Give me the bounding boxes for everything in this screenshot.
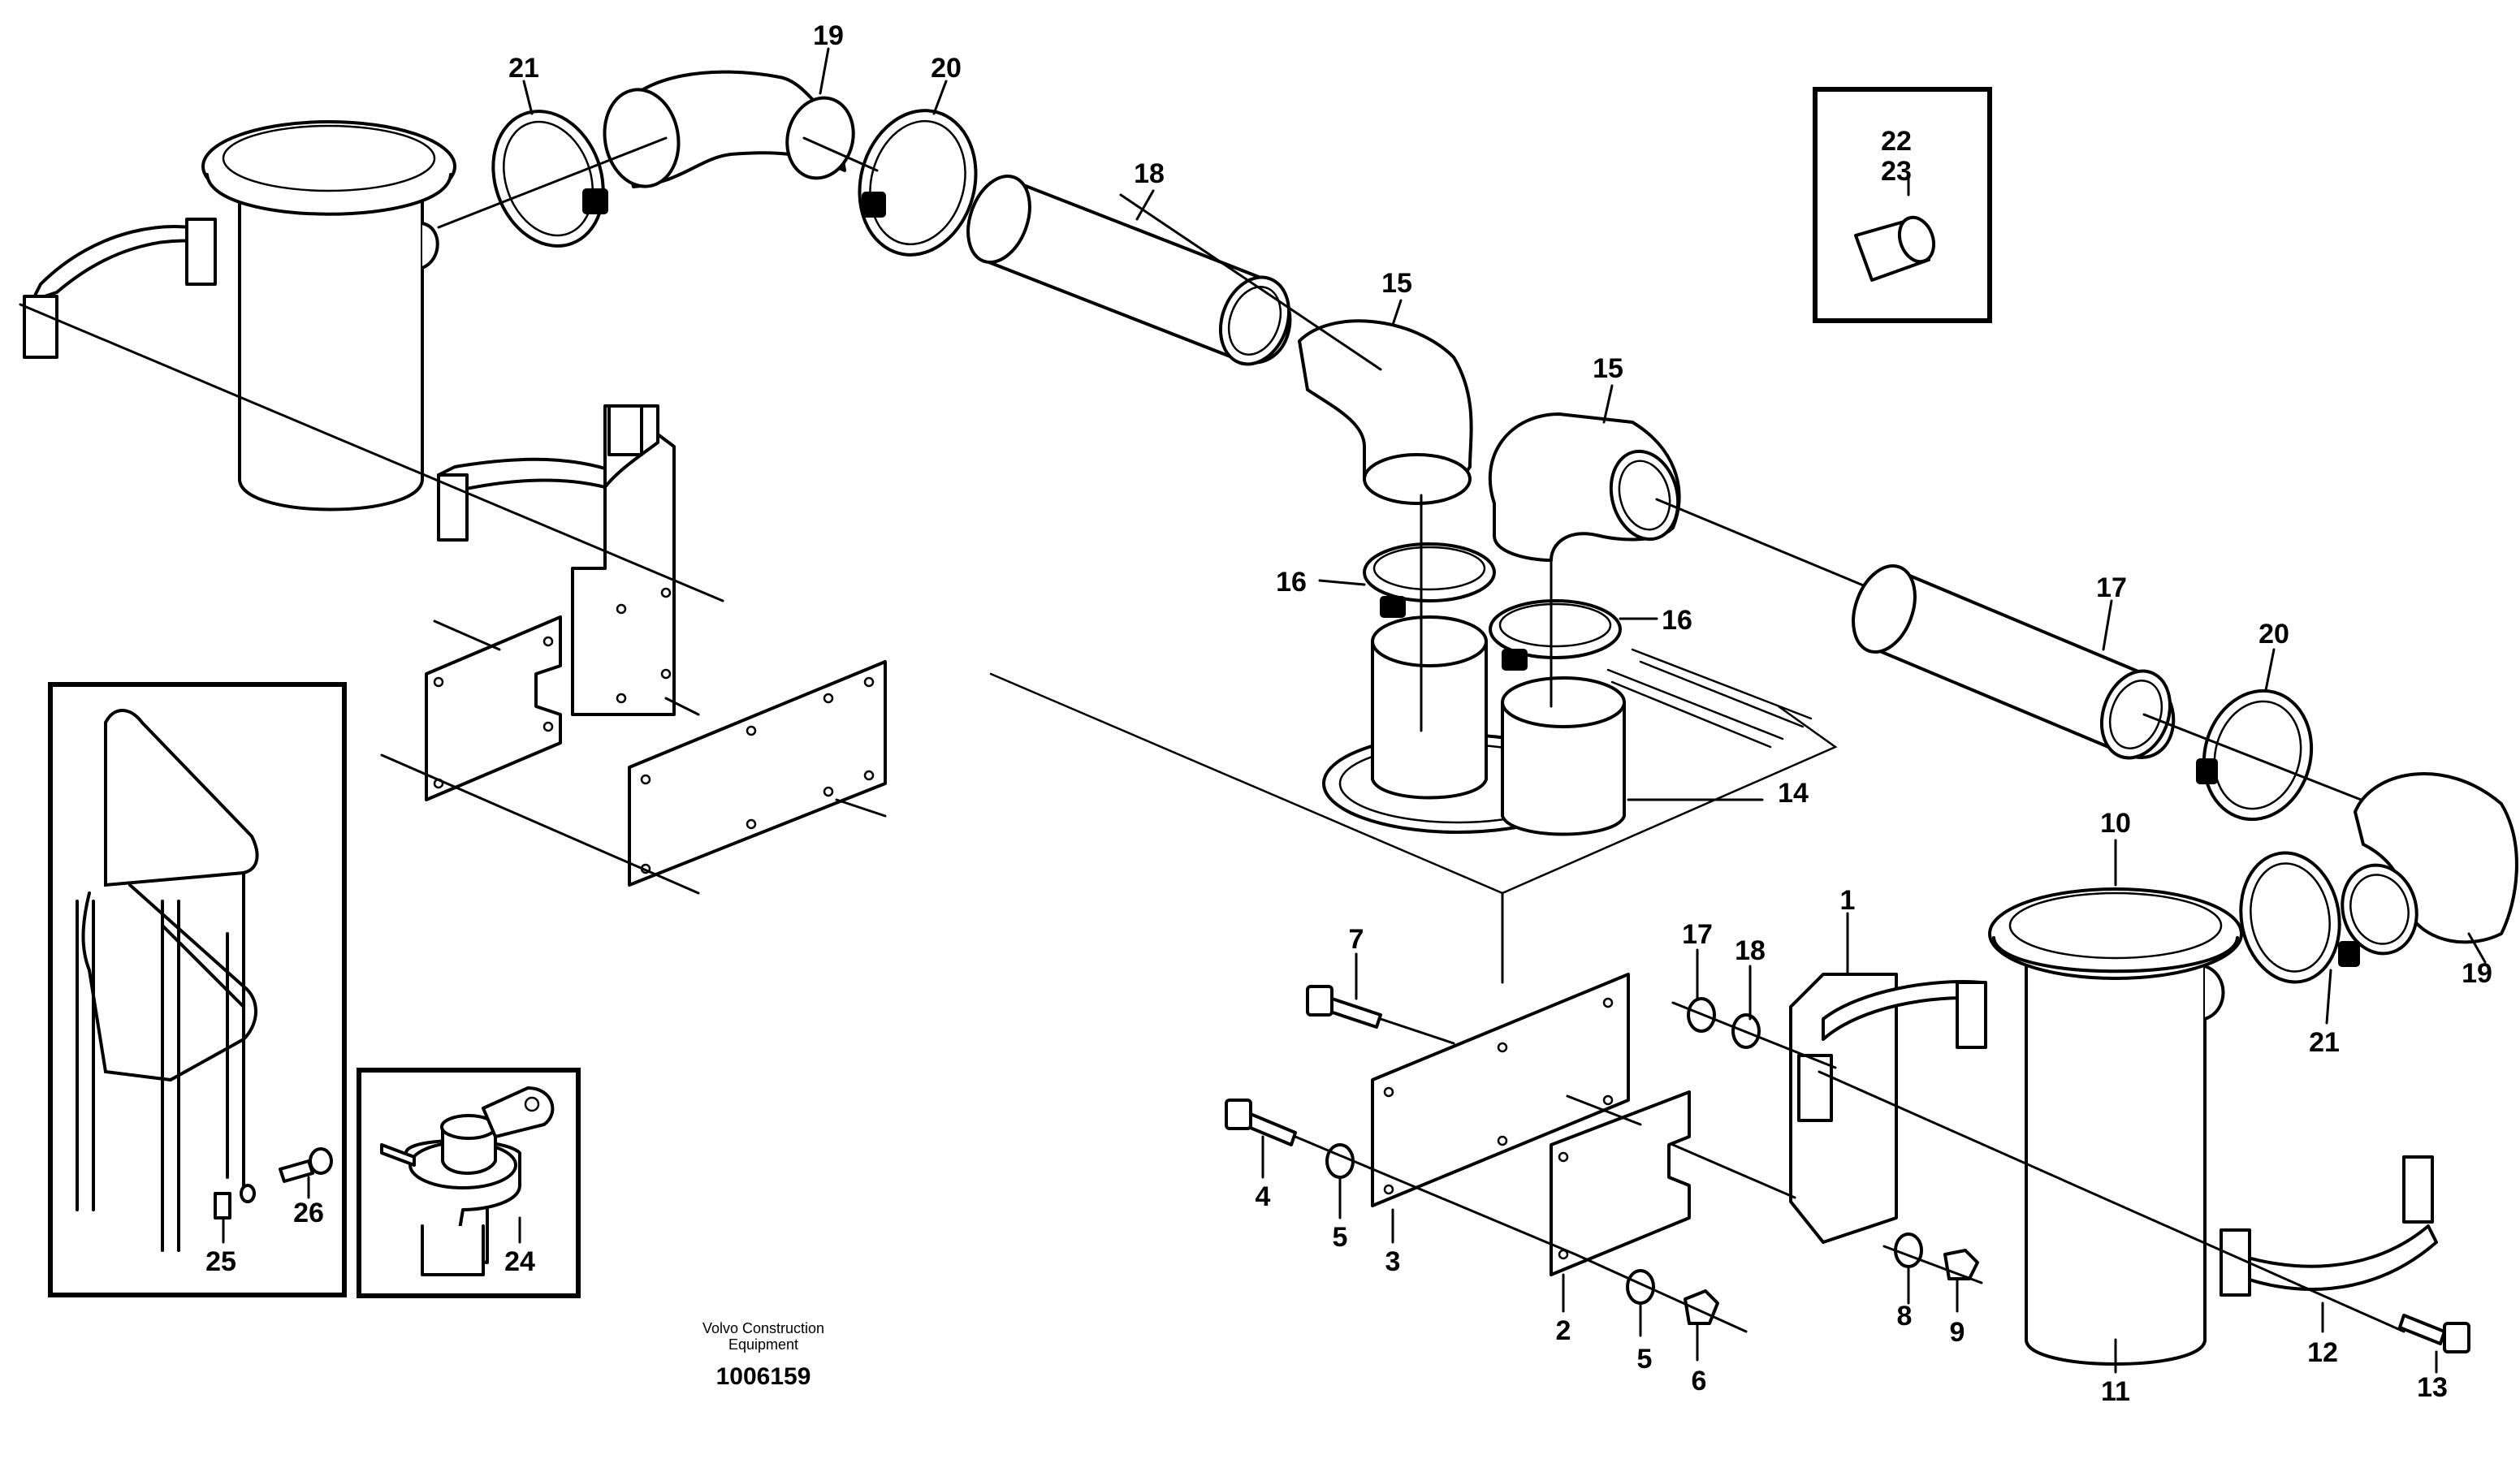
callout-10: 10 [2100, 808, 2131, 839]
callout-4: 4 [1256, 1181, 1271, 1212]
callout-5: 5 [1333, 1222, 1348, 1253]
callout-12: 12 [2307, 1337, 2338, 1368]
callout-9: 9 [1950, 1317, 1965, 1348]
inset-box-22-23 [1813, 87, 1992, 323]
callout-21: 21 [508, 53, 539, 84]
callout-18: 18 [1134, 158, 1165, 189]
inset-box-handrail [48, 682, 347, 1297]
callout-24: 24 [504, 1246, 535, 1277]
callout-1: 1 [1840, 885, 1856, 916]
callout-5-lower: 5 [1637, 1344, 1653, 1375]
right-silencer-assembly [1789, 887, 2470, 1366]
callout-18-small: 18 [1735, 935, 1766, 966]
callout-20: 20 [931, 53, 962, 84]
callout-15: 15 [1381, 268, 1412, 299]
inset-box-24 [357, 1068, 581, 1298]
callout-23: 23 [1881, 156, 1912, 187]
callout-25: 25 [205, 1246, 236, 1277]
callout-21-right: 21 [2309, 1027, 2340, 1058]
callout-19-right: 19 [2462, 958, 2492, 989]
mounting-hardware [1225, 973, 1983, 1333]
callout-17: 17 [2096, 572, 2127, 603]
callout-11: 11 [2101, 1376, 2130, 1407]
left-silencer-assembly [19, 120, 887, 895]
hose-chain-right [1655, 498, 2518, 984]
caption-line-1: Volvo Construction [702, 1320, 824, 1336]
callout-7: 7 [1349, 924, 1364, 955]
callout-15-right: 15 [1593, 353, 1623, 384]
callout-leaders [222, 47, 2487, 1374]
caption-line-2: Equipment [728, 1336, 798, 1353]
callout-numbers: 21 19 20 18 15 15 16 16 17 20 14 22 23 1… [205, 20, 2492, 1407]
callout-16: 16 [1276, 567, 1307, 598]
callout-2: 2 [1556, 1315, 1571, 1346]
hose-chain-top [437, 70, 1473, 505]
callout-6: 6 [1692, 1366, 1707, 1396]
drawing-caption: Volvo Construction Equipment 1006159 [702, 1320, 824, 1390]
callout-20-right: 20 [2258, 619, 2289, 650]
callout-8: 8 [1897, 1301, 1913, 1332]
callout-19: 19 [813, 20, 844, 51]
callout-13: 13 [2417, 1372, 2448, 1403]
callout-3: 3 [1385, 1246, 1401, 1277]
callout-17-small: 17 [1682, 919, 1713, 950]
drawing-number: 1006159 [716, 1363, 811, 1390]
callout-16-right: 16 [1662, 605, 1692, 636]
callout-22: 22 [1881, 126, 1912, 157]
callout-14: 14 [1778, 778, 1809, 809]
center-manifold [989, 412, 1838, 984]
callout-26: 26 [293, 1198, 324, 1228]
